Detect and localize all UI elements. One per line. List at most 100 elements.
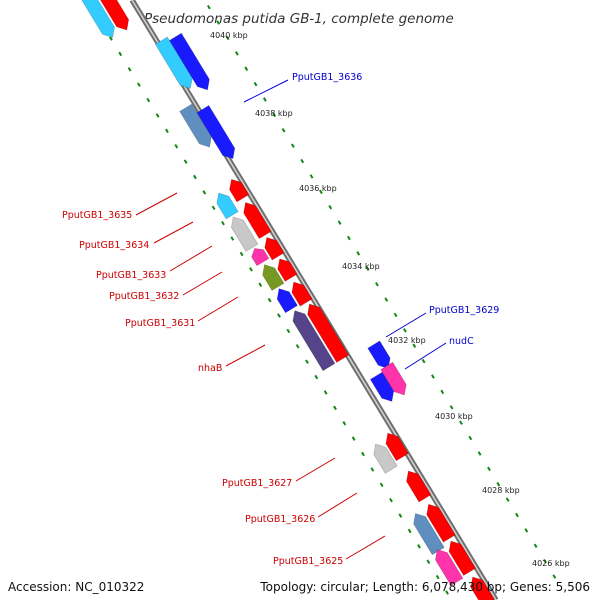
gene-label-nudc[interactable]: nudC bbox=[449, 336, 474, 347]
callout-line-pputgb1-3625 bbox=[345, 535, 386, 560]
gene-arrow[interactable] bbox=[467, 573, 495, 600]
gc-dot bbox=[379, 482, 384, 488]
gc-dot bbox=[249, 267, 253, 272]
gene-label-pputgb1-3627[interactable]: PputGB1_3627 bbox=[222, 478, 292, 489]
gc-dot bbox=[445, 590, 449, 595]
gc-dot bbox=[412, 343, 417, 348]
gene-arrow[interactable] bbox=[382, 430, 409, 462]
gene-arrow[interactable] bbox=[196, 105, 239, 162]
gene-arrow[interactable] bbox=[273, 285, 298, 314]
gene-arrow[interactable] bbox=[154, 36, 196, 92]
tick-label: 4026 kbp bbox=[532, 559, 570, 568]
gc-dot bbox=[323, 390, 328, 395]
gc-dot bbox=[342, 421, 347, 426]
gc-dot bbox=[328, 205, 333, 210]
gc-dot bbox=[440, 389, 445, 395]
gene-arrow[interactable] bbox=[402, 467, 432, 503]
gc-dot bbox=[300, 158, 305, 164]
gene-arrow[interactable] bbox=[261, 234, 285, 261]
gc-dot bbox=[407, 528, 412, 534]
gc-track-group bbox=[99, 4, 557, 595]
callout-line-group bbox=[135, 79, 447, 560]
gc-dot bbox=[361, 451, 365, 457]
callout-line-nudc bbox=[404, 342, 447, 370]
gc-dot bbox=[393, 312, 398, 318]
callout-line-pputgb1-3635 bbox=[135, 192, 178, 216]
gc-dot bbox=[375, 281, 379, 287]
gc-dot bbox=[417, 544, 421, 549]
gene-arrow[interactable] bbox=[79, 0, 119, 41]
gene-arrow[interactable] bbox=[169, 32, 213, 93]
gc-dot bbox=[216, 20, 221, 25]
callout-line-pputgb1-3627 bbox=[295, 457, 336, 482]
callout-line-pputgb1-3626 bbox=[317, 492, 358, 518]
gc-dot bbox=[174, 144, 179, 149]
callout-line-pputgb1-3629 bbox=[385, 312, 427, 338]
gc-dot bbox=[277, 313, 281, 318]
gene-label-pputgb1-3633[interactable]: PputGB1_3633 bbox=[96, 270, 166, 281]
gene-arrow[interactable] bbox=[213, 189, 239, 220]
gene-label-pputgb1-3632[interactable]: PputGB1_3632 bbox=[109, 291, 179, 302]
map-title: Pseudomonas putida GB-1, complete genome bbox=[144, 11, 454, 27]
gc-dot bbox=[244, 66, 249, 71]
gc-dot bbox=[155, 113, 160, 118]
gc-dot bbox=[258, 282, 263, 287]
gene-label-nhab[interactable]: nhaB bbox=[198, 363, 222, 374]
gene-label-pputgb1-3626[interactable]: PputGB1_3626 bbox=[245, 514, 315, 525]
callout-line-pputgb1-3633 bbox=[169, 245, 213, 272]
gc-dot bbox=[370, 467, 375, 472]
gc-dot bbox=[398, 513, 403, 518]
gene-label-pputgb1-3629[interactable]: PputGB1_3629 bbox=[429, 305, 499, 316]
gc-dot bbox=[206, 4, 211, 10]
gc-dot bbox=[515, 512, 519, 518]
gene-label-pputgb1-3635[interactable]: PputGB1_3635 bbox=[62, 210, 132, 221]
tick-label: 4032 kbp bbox=[388, 336, 426, 345]
gc-dot bbox=[487, 466, 491, 472]
gc-dot bbox=[384, 297, 389, 302]
gc-dot bbox=[234, 51, 239, 56]
gene-arrow[interactable] bbox=[445, 537, 476, 576]
gene-arrow[interactable] bbox=[274, 255, 298, 282]
gc-dot bbox=[272, 112, 277, 118]
gene-label-pputgb1-3634[interactable]: PputGB1_3634 bbox=[79, 240, 149, 251]
gene-arrow[interactable] bbox=[367, 340, 394, 372]
gene-arrow[interactable] bbox=[288, 278, 313, 307]
gc-dot bbox=[137, 82, 141, 87]
gene-arrow[interactable] bbox=[370, 440, 398, 474]
gene-arrow[interactable] bbox=[259, 261, 285, 291]
gc-dot bbox=[351, 436, 356, 441]
gc-dot bbox=[202, 190, 207, 195]
gc-dot bbox=[314, 374, 319, 380]
gene-arrow[interactable] bbox=[431, 546, 464, 586]
gene-label-pputgb1-3631[interactable]: PputGB1_3631 bbox=[125, 318, 195, 329]
gene-arrow[interactable] bbox=[95, 0, 133, 34]
gene-arrow[interactable] bbox=[179, 103, 216, 151]
gc-dot bbox=[496, 482, 501, 487]
gc-dot bbox=[533, 543, 538, 549]
tick-label-group: 4040 kbp 4038 kbp 4036 kbp 4034 kbp 4032… bbox=[210, 31, 570, 568]
gene-arrow[interactable] bbox=[227, 213, 259, 252]
gc-dot bbox=[403, 328, 407, 333]
gene-label-pputgb1-3625[interactable]: PputGB1_3625 bbox=[273, 556, 343, 567]
gc-dot bbox=[193, 174, 197, 180]
gc-dot bbox=[165, 128, 169, 134]
gene-arrow[interactable] bbox=[380, 361, 411, 398]
callout-line-nhab bbox=[225, 344, 266, 367]
gene-arrow[interactable] bbox=[240, 199, 272, 240]
gene-arrow[interactable] bbox=[289, 307, 336, 372]
gc-dot bbox=[333, 405, 337, 411]
gene-feature-group bbox=[79, 0, 495, 600]
gc-dot bbox=[221, 220, 225, 226]
gene-arrow[interactable] bbox=[409, 510, 445, 556]
gene-arrow[interactable] bbox=[423, 501, 456, 543]
tick-label: 4040 kbp bbox=[210, 31, 248, 40]
gc-dot bbox=[431, 374, 435, 379]
gc-dot bbox=[118, 51, 123, 57]
callout-line-pputgb1-3631 bbox=[197, 296, 239, 322]
gene-arrow[interactable] bbox=[226, 176, 250, 203]
gene-label-pputgb1-3636[interactable]: PputGB1_3636 bbox=[292, 72, 362, 83]
gene-arrow[interactable] bbox=[303, 300, 350, 363]
gene-arrow[interactable] bbox=[249, 245, 270, 267]
